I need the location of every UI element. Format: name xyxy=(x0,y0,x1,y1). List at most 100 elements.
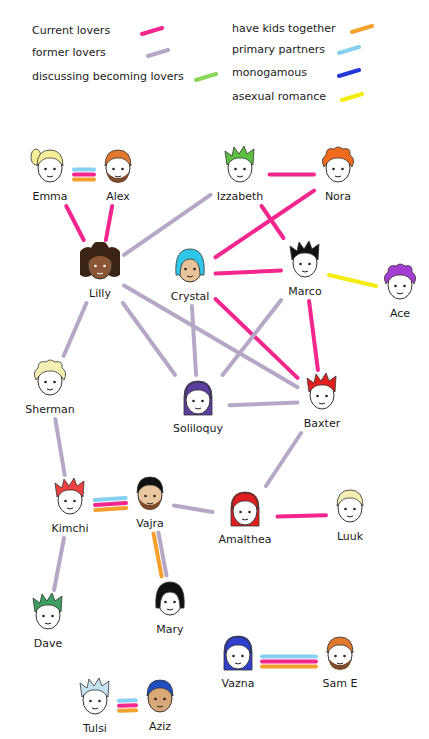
eye-dot xyxy=(192,400,195,403)
legend-swatch xyxy=(350,23,374,35)
person-name: Lilly xyxy=(87,287,113,300)
eye-dot xyxy=(44,168,47,171)
legend-entry: former lovers xyxy=(32,46,170,60)
hair-shape xyxy=(105,150,131,166)
relationship-line xyxy=(153,533,161,576)
face-drawing xyxy=(330,485,370,525)
hair-shape xyxy=(37,150,63,166)
face-drawing xyxy=(80,242,120,282)
eye-dot xyxy=(248,511,251,514)
person-name: Vajra xyxy=(134,517,166,530)
hair-shape xyxy=(337,490,363,506)
relationship-line xyxy=(95,508,126,510)
relationship-line xyxy=(95,503,126,505)
mouth-line xyxy=(47,389,53,390)
relationship-line xyxy=(95,498,126,500)
person-name: Sherman xyxy=(23,403,76,416)
eye-dot xyxy=(201,400,204,403)
person-node: Crystal xyxy=(167,245,214,304)
hair-shape xyxy=(231,492,259,526)
eye-dot xyxy=(53,168,56,171)
mouth-line xyxy=(335,176,341,177)
hair-shape xyxy=(307,373,336,392)
legend-text: discussing becoming lovers xyxy=(32,70,184,84)
person-name: Luuk xyxy=(335,530,365,543)
face-drawing xyxy=(285,240,325,280)
legend-entry: monogamous xyxy=(232,66,361,80)
mouth-line xyxy=(237,176,243,177)
mouth-line xyxy=(115,176,121,177)
person-node: Marco xyxy=(283,240,327,299)
eye-dot xyxy=(73,500,76,503)
relationship-line xyxy=(216,299,298,378)
eye-dot xyxy=(163,698,166,701)
face-drawing xyxy=(98,145,138,185)
mouth-line xyxy=(167,609,173,610)
eye-dot xyxy=(343,655,346,658)
relationship-line xyxy=(124,195,211,255)
eye-dot xyxy=(239,511,242,514)
face-drawing xyxy=(150,578,190,618)
person-node: Sam E xyxy=(318,632,362,691)
face-drawing xyxy=(130,472,170,512)
hair-shape xyxy=(156,582,184,608)
mouth-line xyxy=(45,623,51,624)
hair-shape xyxy=(322,147,353,167)
mouth-line xyxy=(97,273,103,274)
hair-shape xyxy=(176,249,204,275)
eye-dot xyxy=(112,168,115,171)
eye-dot xyxy=(193,268,196,271)
legend-swatch-line xyxy=(196,74,216,80)
legend-text: asexual romance xyxy=(232,90,326,104)
face-drawing xyxy=(220,145,260,185)
hair-shape xyxy=(232,493,258,509)
eye-dot xyxy=(89,700,92,703)
person-name: Nora xyxy=(323,190,353,203)
face-shape xyxy=(88,251,112,279)
relationship-line xyxy=(119,698,136,703)
person-name: Emma xyxy=(30,190,69,203)
legend-text: Current lovers xyxy=(32,24,110,38)
eye-dot xyxy=(232,655,235,658)
mouth-line xyxy=(147,503,153,504)
person-node: Baxter xyxy=(300,372,345,431)
relationship-line xyxy=(124,286,298,388)
person-name: Soliloquy xyxy=(171,422,225,435)
hair-shape xyxy=(185,382,211,398)
eye-dot xyxy=(243,168,246,171)
hair-shape xyxy=(290,241,319,260)
hair-shape xyxy=(80,678,109,697)
legend-swatch-line xyxy=(339,70,359,76)
person-node: Nora xyxy=(316,145,360,204)
eye-dot xyxy=(341,168,344,171)
relationship-line xyxy=(54,538,64,590)
beard-shape xyxy=(107,172,129,183)
relationship-line xyxy=(192,306,196,375)
relationship-line xyxy=(74,173,94,177)
eye-dot xyxy=(308,263,311,266)
person-node: Luuk xyxy=(328,485,372,544)
face-drawing xyxy=(140,675,180,715)
legend-swatch xyxy=(340,91,364,103)
eye-dot xyxy=(394,285,397,288)
person-node: Soliloquy xyxy=(169,377,228,436)
eye-dot xyxy=(42,615,45,618)
mouth-line xyxy=(187,276,193,277)
eye-dot xyxy=(184,268,187,271)
hair-shape xyxy=(224,636,252,670)
relationship-line xyxy=(223,300,281,375)
person-node: Izzabeth xyxy=(213,145,268,204)
face-drawing xyxy=(218,632,258,672)
eye-dot xyxy=(173,601,176,604)
relationship-line xyxy=(262,665,316,669)
relationship-line xyxy=(309,301,318,370)
person-node: Alex xyxy=(96,145,140,204)
eye-dot xyxy=(51,615,54,618)
eye-dot xyxy=(332,168,335,171)
legend-swatch xyxy=(146,47,170,59)
relationship-line xyxy=(270,173,315,177)
mouth-line xyxy=(195,408,201,409)
legend-entry: primary partners xyxy=(232,43,361,57)
legend-swatch-line xyxy=(342,94,362,100)
mouth-line xyxy=(337,663,343,664)
